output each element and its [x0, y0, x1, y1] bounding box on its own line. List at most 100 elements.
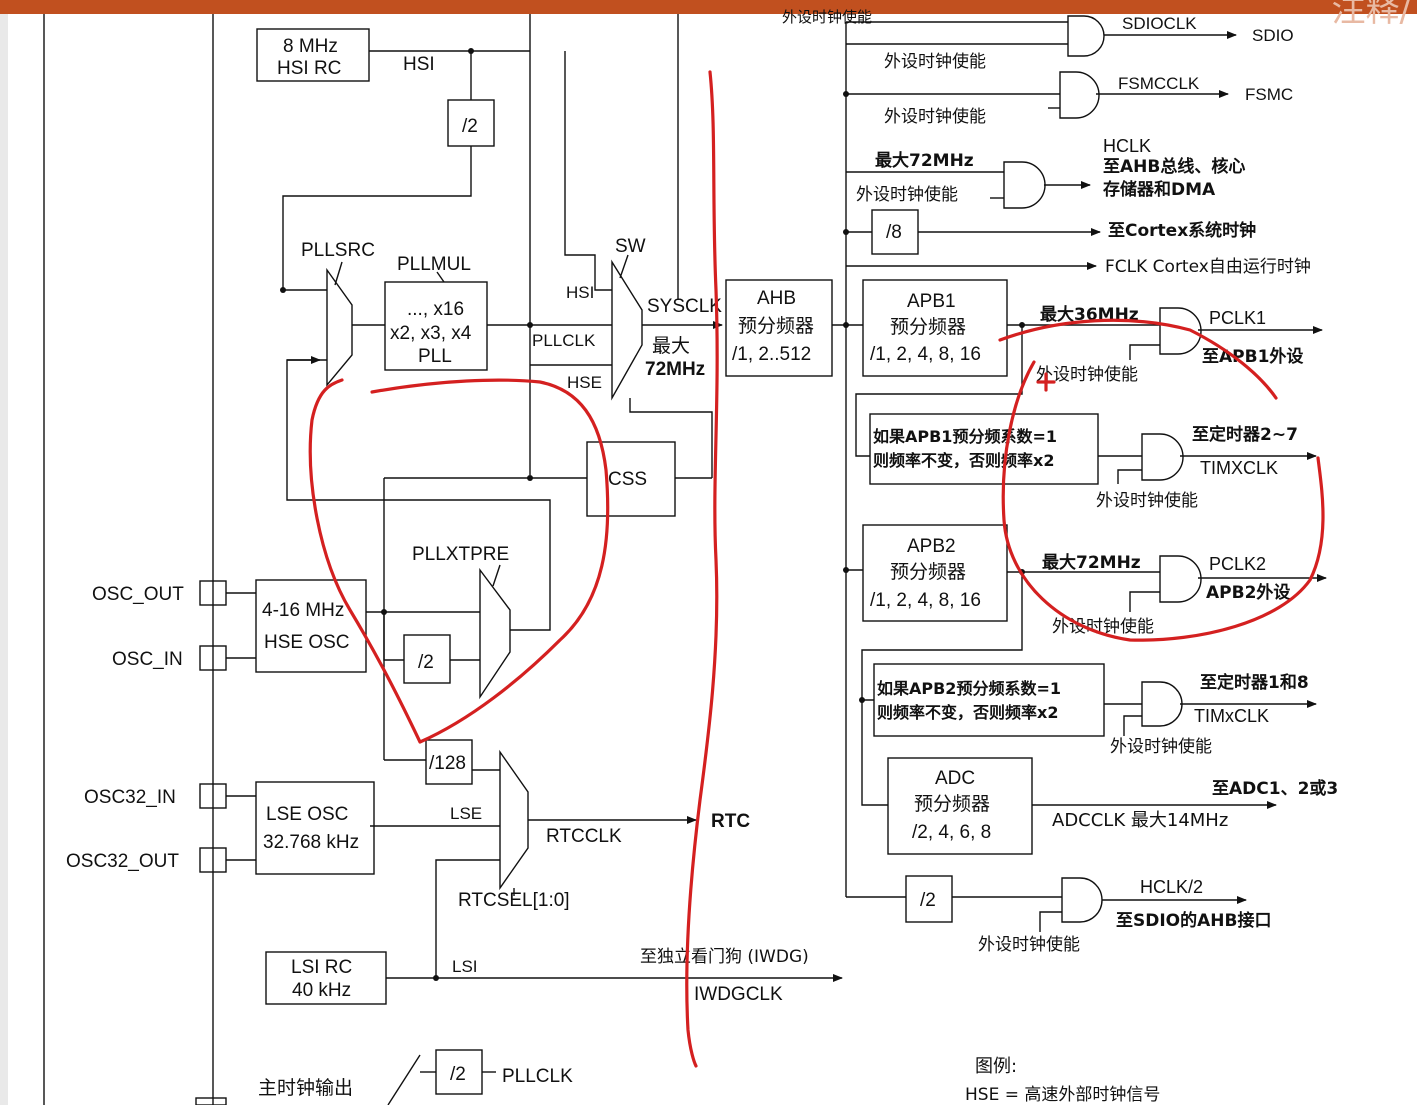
- sysclk-label: SYSCLK: [647, 296, 722, 317]
- apb2-line1: APB2: [907, 536, 956, 557]
- hclk-dest2: 存储器和DMA: [1103, 179, 1216, 200]
- pclk1-en-label: 外设时钟使能: [1036, 364, 1138, 385]
- fsmc-label: FSMC: [1245, 85, 1293, 104]
- hclk2-label: HCLK/2: [1140, 877, 1203, 897]
- rtc-label: RTC: [711, 811, 750, 832]
- junction-dot: [843, 567, 849, 573]
- adc-in-wire: [861, 700, 888, 806]
- pclk1-en-wire: [1129, 344, 1160, 360]
- lsi-line1: LSI RC: [291, 957, 352, 978]
- sw-pllclk-label: PLLCLK: [532, 331, 596, 350]
- hse-osc-block: [255, 579, 367, 673]
- sdioclk-label: SDIOCLK: [1122, 14, 1197, 33]
- adc-line3: /2, 4, 6, 8: [912, 822, 991, 843]
- pllxtpre-mux: [479, 567, 511, 700]
- sdio-en-label: 外设时钟使能: [884, 51, 986, 72]
- rtcclk-label: RTCCLK: [546, 826, 622, 847]
- pclk2-label: PCLK2: [1209, 554, 1266, 574]
- pllmul-block: [384, 281, 488, 371]
- apb2-line2: 预分频器: [890, 561, 966, 583]
- mco-pllclk-label: PLLCLK: [502, 1066, 573, 1087]
- pclk1-label: PCLK1: [1209, 308, 1266, 328]
- css-block: [586, 441, 676, 517]
- tim18-dest: 至定时器1和8: [1200, 672, 1309, 693]
- timxclk-label: TIMXCLK: [1200, 458, 1278, 478]
- top-cut-label: 外设时钟使能: [782, 8, 872, 26]
- red-loop-hse-pll: [308, 378, 610, 744]
- pllmul-line1: ..., x16: [407, 299, 464, 320]
- cortex-label: 至Cortex系统时钟: [1108, 220, 1256, 241]
- apb1-line1: APB1: [907, 291, 956, 312]
- hclk-max-label: 最大72MHz: [875, 150, 974, 171]
- apb2-max-label: 最大72MHz: [1042, 552, 1141, 573]
- fsmcclk-label: FSMCCLK: [1118, 74, 1200, 93]
- pllxtpre-to-pllsrc-wire: [286, 359, 551, 631]
- ahb-line1: AHB: [757, 288, 796, 309]
- pclk1-desc: 至APB1外设: [1202, 346, 1303, 367]
- sdio-label: SDIO: [1252, 26, 1294, 45]
- banner-text: 注释/: [1331, 0, 1411, 30]
- red-loop-timers: [1001, 360, 1325, 642]
- hsi-to-sw-wire: [564, 51, 612, 291]
- lsi-line2: 40 kHz: [292, 980, 351, 1001]
- red-cross-mark: [1036, 372, 1056, 392]
- ahb-line2: 预分频器: [738, 315, 814, 337]
- lse-line2: 32.768 kHz: [263, 832, 359, 853]
- legend-title: 图例:: [975, 1056, 1017, 1077]
- hclk-label: HCLK: [1103, 136, 1151, 156]
- tim27-and-gate: [1141, 433, 1184, 481]
- apb2-line3: /1, 2, 4, 8, 16: [870, 590, 981, 611]
- junction-dot: [280, 287, 286, 293]
- pclk2-and-gate: [1159, 555, 1202, 603]
- fclk-label: FCLK Cortex自由运行时钟: [1105, 257, 1311, 277]
- hclk-and-gate: [1003, 161, 1046, 209]
- pllmul-line3: PLL: [418, 346, 452, 367]
- iwdgclk-label: IWDGCLK: [694, 984, 783, 1005]
- tim18-cond1: 如果APB2预分频系数=1: [877, 679, 1061, 698]
- sw-select-tick: [619, 254, 629, 279]
- tim27-cond-block: [869, 413, 1099, 485]
- apb1-line2: 预分频器: [890, 316, 966, 338]
- junction-dot: [843, 91, 849, 97]
- hsi-line2: HSI RC: [277, 58, 341, 79]
- fsmc-and-gate: [1059, 71, 1100, 119]
- junction-dot: [843, 229, 849, 235]
- cortex-div8-label: /8: [886, 222, 902, 243]
- hse-div2-label: /2: [418, 652, 434, 673]
- osc32-in-label: OSC32_IN: [84, 787, 176, 808]
- tim27-dest: 至定时器2~7: [1192, 424, 1298, 445]
- tim27-en-wire: [1117, 469, 1142, 484]
- apb2-timer-wire: [861, 572, 1023, 701]
- pllmul-label: PLLMUL: [397, 254, 471, 275]
- adc-dest: 至ADC1、2或3: [1212, 778, 1338, 799]
- iwdg-dest-label: 至独立看门狗 (IWDG): [640, 947, 809, 967]
- pclk1-and-gate: [1159, 307, 1202, 355]
- pllsrc-label: PLLSRC: [301, 240, 375, 261]
- osc-in-label: OSC_IN: [112, 649, 183, 670]
- hsi-signal-label: HSI: [403, 54, 435, 75]
- sysclk-max-label: 最大: [652, 335, 690, 357]
- pllxtpre-label: PLLXTPRE: [412, 544, 509, 565]
- osc32-out-label: OSC32_OUT: [66, 851, 179, 872]
- sdio-div2-block: [905, 875, 953, 923]
- legend-hse: HSE = 高速外部时钟信号: [965, 1085, 1160, 1105]
- hsi-div-to-pllsrc-wire: [282, 146, 472, 291]
- hse-line1: 4-16 MHz: [262, 600, 344, 621]
- pclk2-en-wire: [1129, 591, 1160, 612]
- sw-hsi-label: HSI: [566, 283, 594, 302]
- css-label: CSS: [608, 469, 647, 490]
- div128-label: /128: [429, 753, 466, 774]
- sdio-and-gate: [1067, 15, 1105, 57]
- junction-dot: [859, 697, 865, 703]
- ahb-prescaler-block: [725, 279, 833, 377]
- hse-div2-block: [403, 634, 451, 684]
- lse-osc-block: [255, 781, 375, 875]
- adc-prescaler-block: [887, 757, 1033, 855]
- apb2-prescaler-block: [862, 524, 1008, 622]
- timxclk2-label: TIMxCLK: [1194, 706, 1269, 726]
- rtcsel-label: RTCSEL[1:0]: [458, 890, 570, 911]
- sw-label: SW: [615, 236, 646, 257]
- tim27-cond1: 如果APB1预分频系数=1: [873, 427, 1057, 446]
- rtcsel-mux: [499, 749, 529, 891]
- hse-line2: HSE OSC: [264, 632, 350, 653]
